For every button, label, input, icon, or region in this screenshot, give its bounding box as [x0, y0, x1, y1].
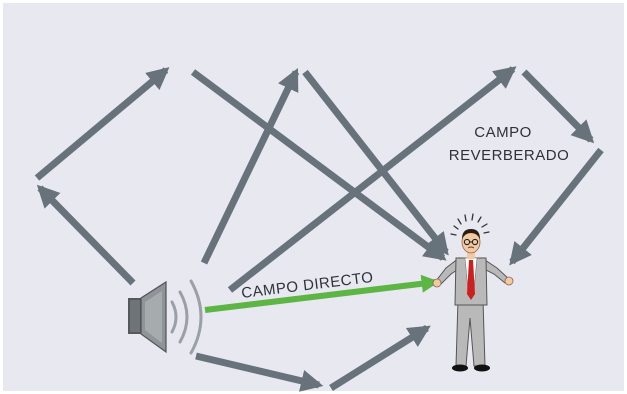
- reflection-arrow: [200, 67, 300, 265]
- loudspeaker-icon: [128, 279, 203, 355]
- reflection-arrow: [36, 184, 136, 286]
- reflection-arrow: [521, 69, 595, 144]
- reverberant-field-label-line1: CAMPO: [474, 124, 532, 141]
- reflection-arrow: [227, 66, 517, 293]
- reflection-arrow: [302, 69, 449, 256]
- reflection-arrow: [34, 67, 170, 181]
- stressed-man-icon: [432, 213, 514, 372]
- direct-field-arrow: [204, 274, 440, 313]
- reflection-arrow: [195, 352, 324, 392]
- reflection-arrow: [509, 147, 604, 266]
- reflection-arrow: [329, 325, 431, 391]
- diagram-background: [3, 3, 624, 391]
- reflection-arrow: [190, 69, 447, 261]
- reverberant-field-label-line2: REVERBERADO: [449, 147, 570, 164]
